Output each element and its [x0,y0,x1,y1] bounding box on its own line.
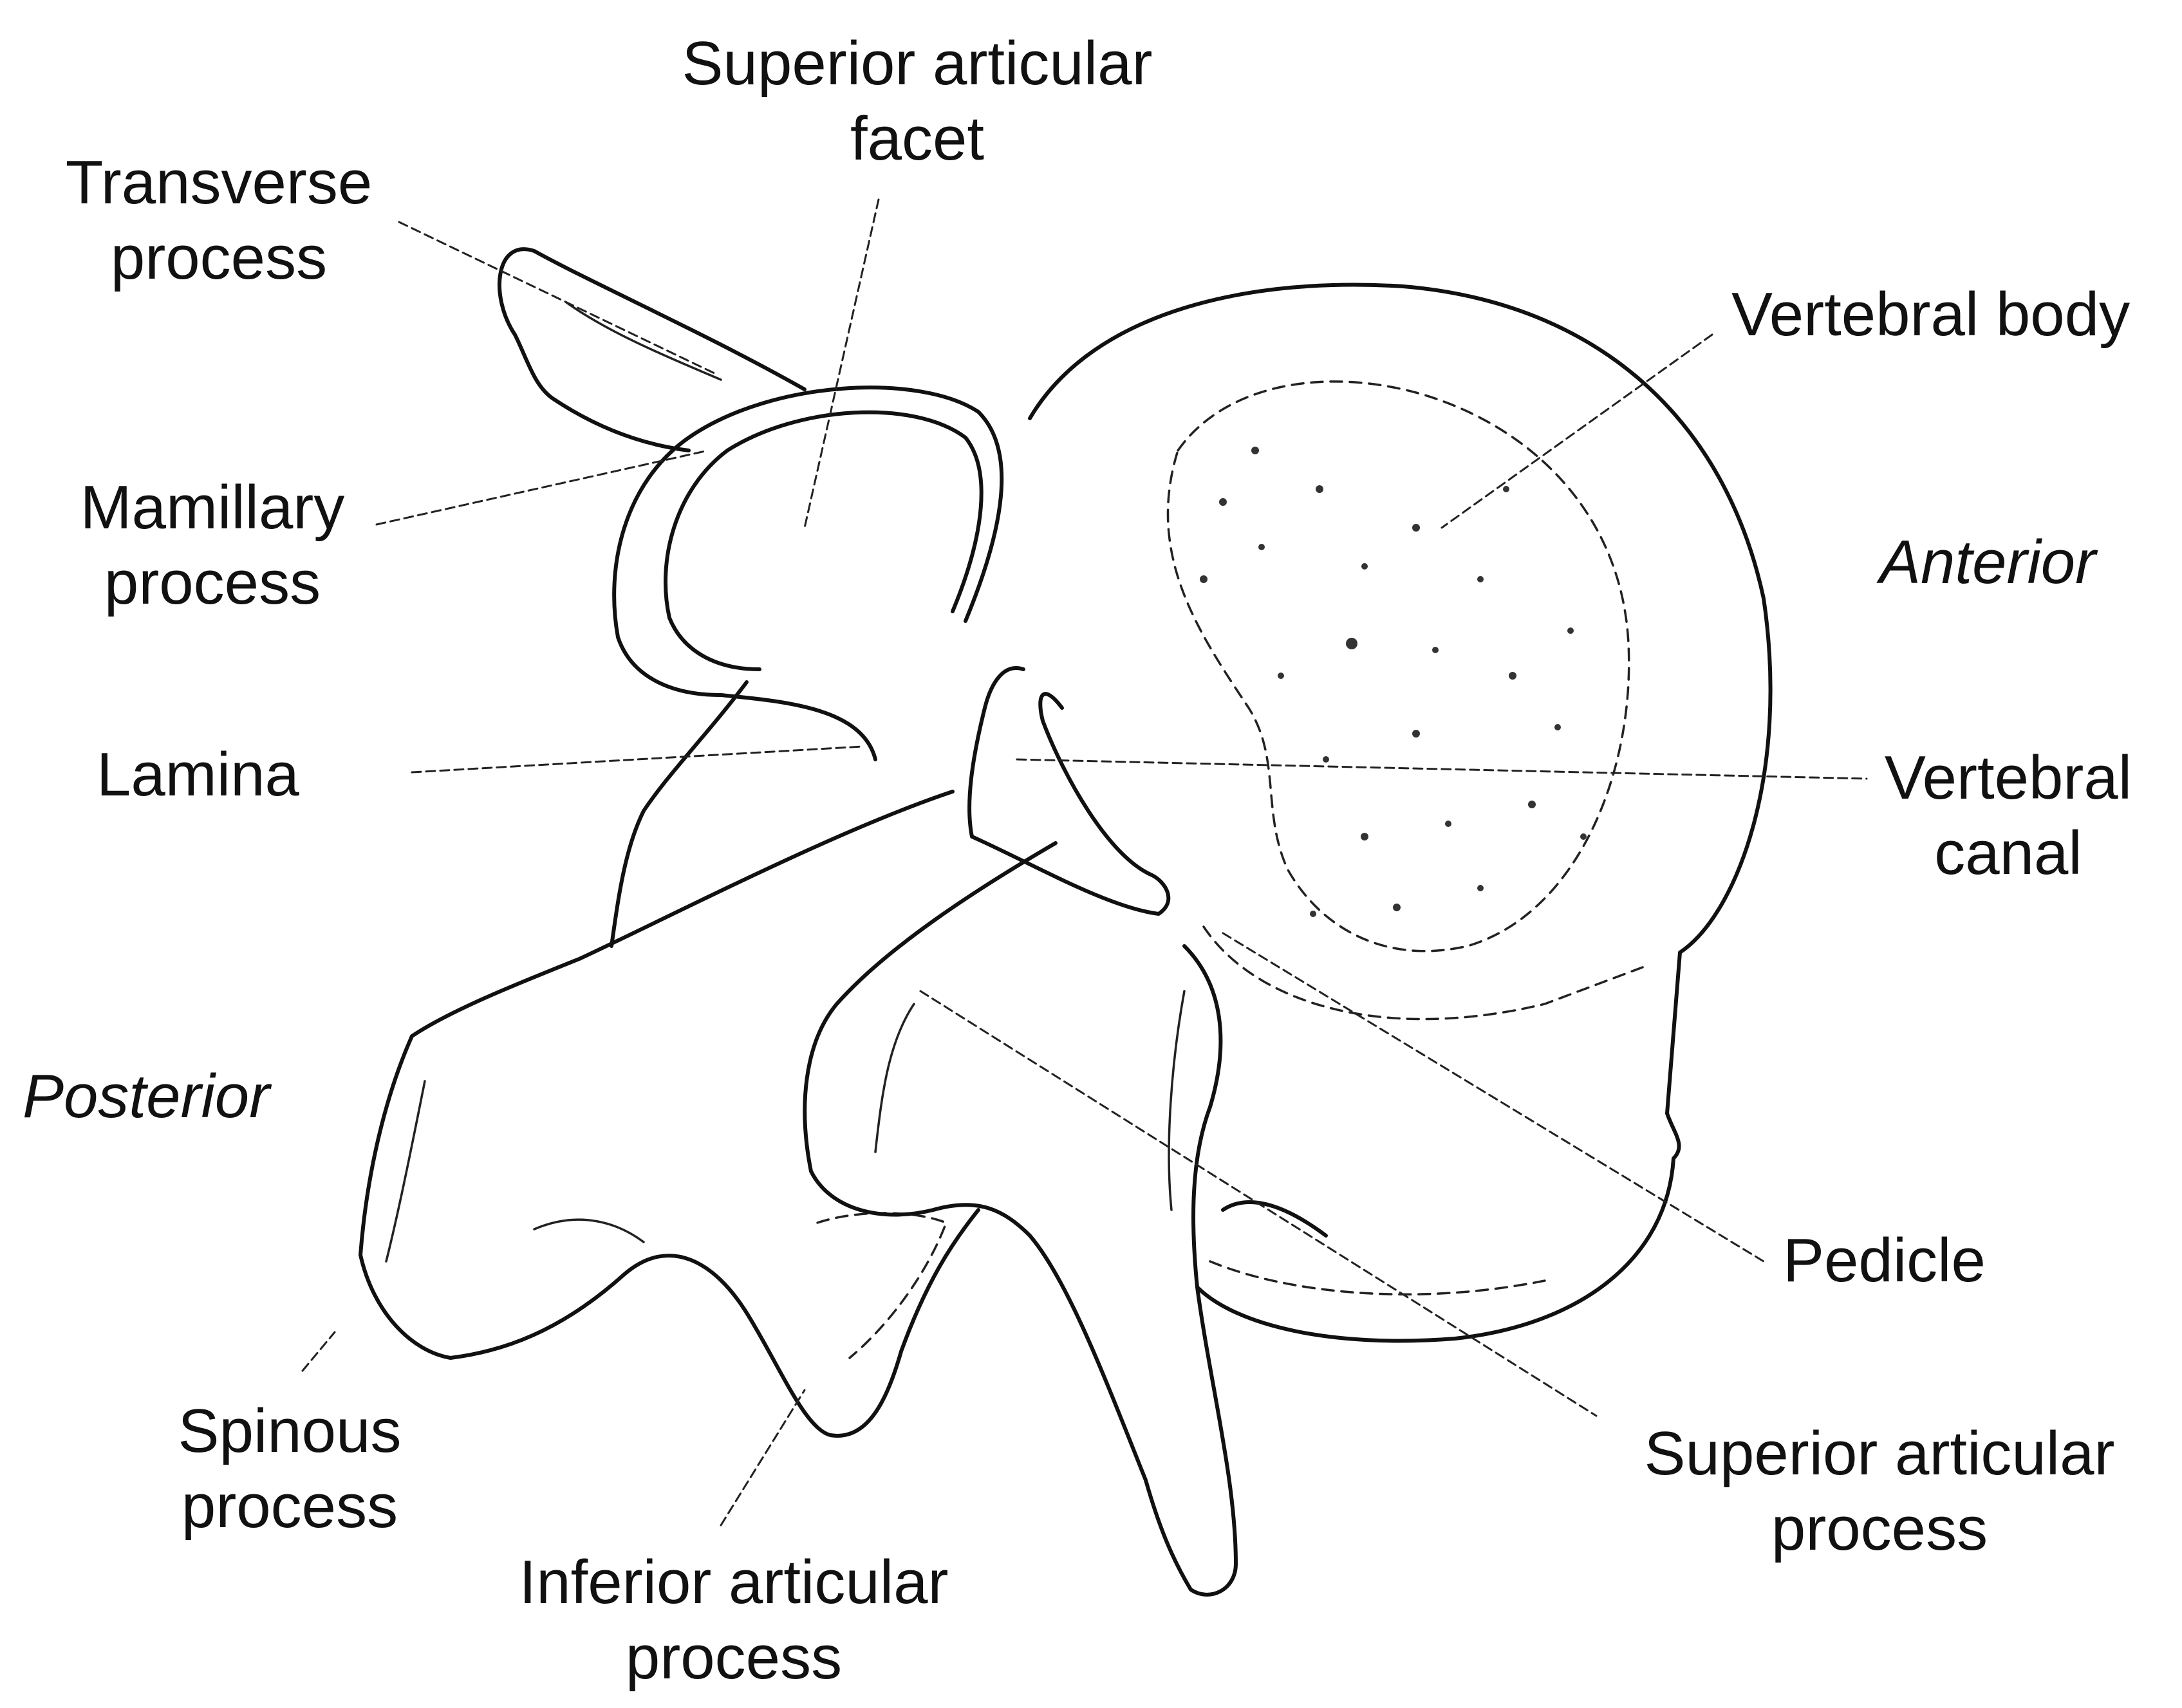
label-posterior: Posterior [23,1059,270,1134]
label-vertebral-canal-line1: Vertebral [1854,740,2163,815]
leader-mamillary-process [377,450,708,524]
leader-vertebral-canal [1017,759,1867,779]
label-anterior: Anterior [1879,524,2096,600]
superior-articular-facet-outline [614,387,1002,759]
transverse-process-ridge [566,302,721,380]
label-spinous-process-line2: process [129,1469,451,1544]
spinous-process-lower-edge [534,1220,644,1242]
label-transverse-process-line2: process [39,220,399,295]
label-superior-articular-process: Superior articular process [1596,1416,2163,1566]
label-vertebral-canal: Vertebral canal [1854,740,2163,891]
pedicle-edge [875,1004,914,1152]
leader-superior-articular-facet [805,200,879,528]
lamina-outline [611,682,747,946]
label-lamina: Lamina [97,737,299,812]
leader-superior-articular-process [920,991,1596,1416]
label-superior-articular-process-line1: Superior articular [1596,1416,2163,1491]
label-spinous-process-line1: Spinous [129,1393,451,1469]
label-mamillary-process: Mamillary process [51,470,373,620]
label-superior-articular-process-line2: process [1596,1491,2163,1566]
pedicle-edge-2 [1169,991,1184,1210]
vertebral-body-rim [1204,927,1648,1019]
label-mamillary-process-line1: Mamillary [51,470,373,545]
leader-inferior-articular-process [721,1390,805,1525]
label-transverse-process: Transverse process [39,145,399,295]
inferior-articular-process-outline [805,843,1236,1595]
label-superior-articular-facet: Superior articular facet [644,26,1191,176]
superior-articular-process-hook [1223,1202,1326,1236]
vertebral-endplate [1168,382,1628,951]
label-superior-articular-facet-line1: Superior articular [644,26,1191,101]
leader-transverse-process [399,222,714,373]
label-mamillary-process-line2: process [51,545,373,620]
label-pedicle: Pedicle [1783,1223,1986,1298]
spinous-process-outline [360,792,978,1436]
label-vertebral-canal-line2: canal [1854,815,2163,891]
label-inferior-articular-process-line2: process [476,1620,991,1695]
inferior-articular-facet [817,1213,946,1358]
label-superior-articular-facet-line2: facet [644,101,1191,176]
spinous-process-edge [386,1081,425,1261]
label-transverse-process-line1: Transverse [39,145,399,220]
label-inferior-articular-process-line1: Inferior articular [476,1545,991,1620]
label-inferior-articular-process: Inferior articular process [476,1545,991,1695]
vertebral-body-outline [1030,284,1771,1341]
leader-pedicle [1223,933,1764,1261]
label-vertebral-body: Vertebral body [1731,277,2130,352]
label-spinous-process: Spinous process [129,1393,451,1544]
leader-spinous-process [303,1332,335,1371]
superior-articular-facet-inner [666,413,982,669]
leader-lines [303,200,1867,1525]
endplate-stipple [1200,447,1587,917]
leader-lamina [412,747,863,772]
